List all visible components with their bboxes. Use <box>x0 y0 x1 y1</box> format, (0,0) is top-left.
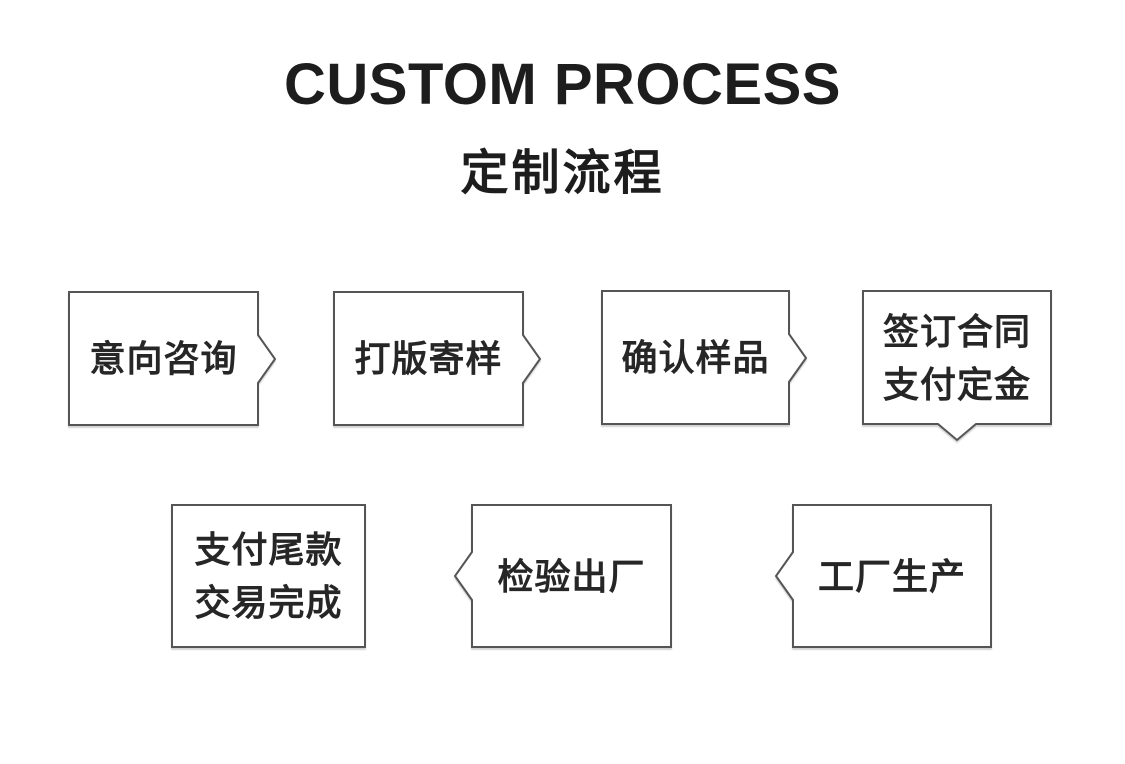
flow-step-7-final-payment: 支付尾款 交易完成 <box>171 504 366 648</box>
flow-step-5-factory-production: 工厂生产 <box>774 504 992 648</box>
left-arrow-box-shape <box>774 504 992 648</box>
flow-step-label: 打版寄样 <box>354 338 503 379</box>
flow-step-3-confirm-sample: 确认样品 <box>601 290 808 425</box>
down-arrow-box-shape <box>862 290 1052 442</box>
flow-step-6-inspection-shipment: 检验出厂 <box>453 504 672 648</box>
diagram-subtitle: 定制流程 <box>460 147 665 200</box>
flow-step-2-sampling: 打版寄样 <box>333 291 542 426</box>
left-arrow-box-shape <box>453 504 672 648</box>
rect-box-shape <box>171 504 366 648</box>
diagram-title: CUSTOM PROCESS <box>283 52 841 117</box>
flow-step-label: 支付定金 <box>882 363 1031 405</box>
right-arrow-box-shape <box>601 290 808 425</box>
flow-step-label: 支付尾款 <box>194 529 343 570</box>
right-arrow-box-shape <box>333 291 542 426</box>
right-arrow-box-shape <box>68 291 277 426</box>
flow-step-1-intent-consultation: 意向咨询 <box>68 291 277 426</box>
flow-step-label: 工厂生产 <box>817 555 966 597</box>
flow-step-label: 签订合同 <box>882 310 1031 352</box>
flow-step-label: 检验出厂 <box>497 555 646 597</box>
flow-step-label: 确认样品 <box>621 337 770 378</box>
flow-step-label: 交易完成 <box>194 582 343 623</box>
flow-step-4-sign-contract: 签订合同 支付定金 <box>862 290 1052 442</box>
flow-step-label: 意向咨询 <box>89 338 238 379</box>
